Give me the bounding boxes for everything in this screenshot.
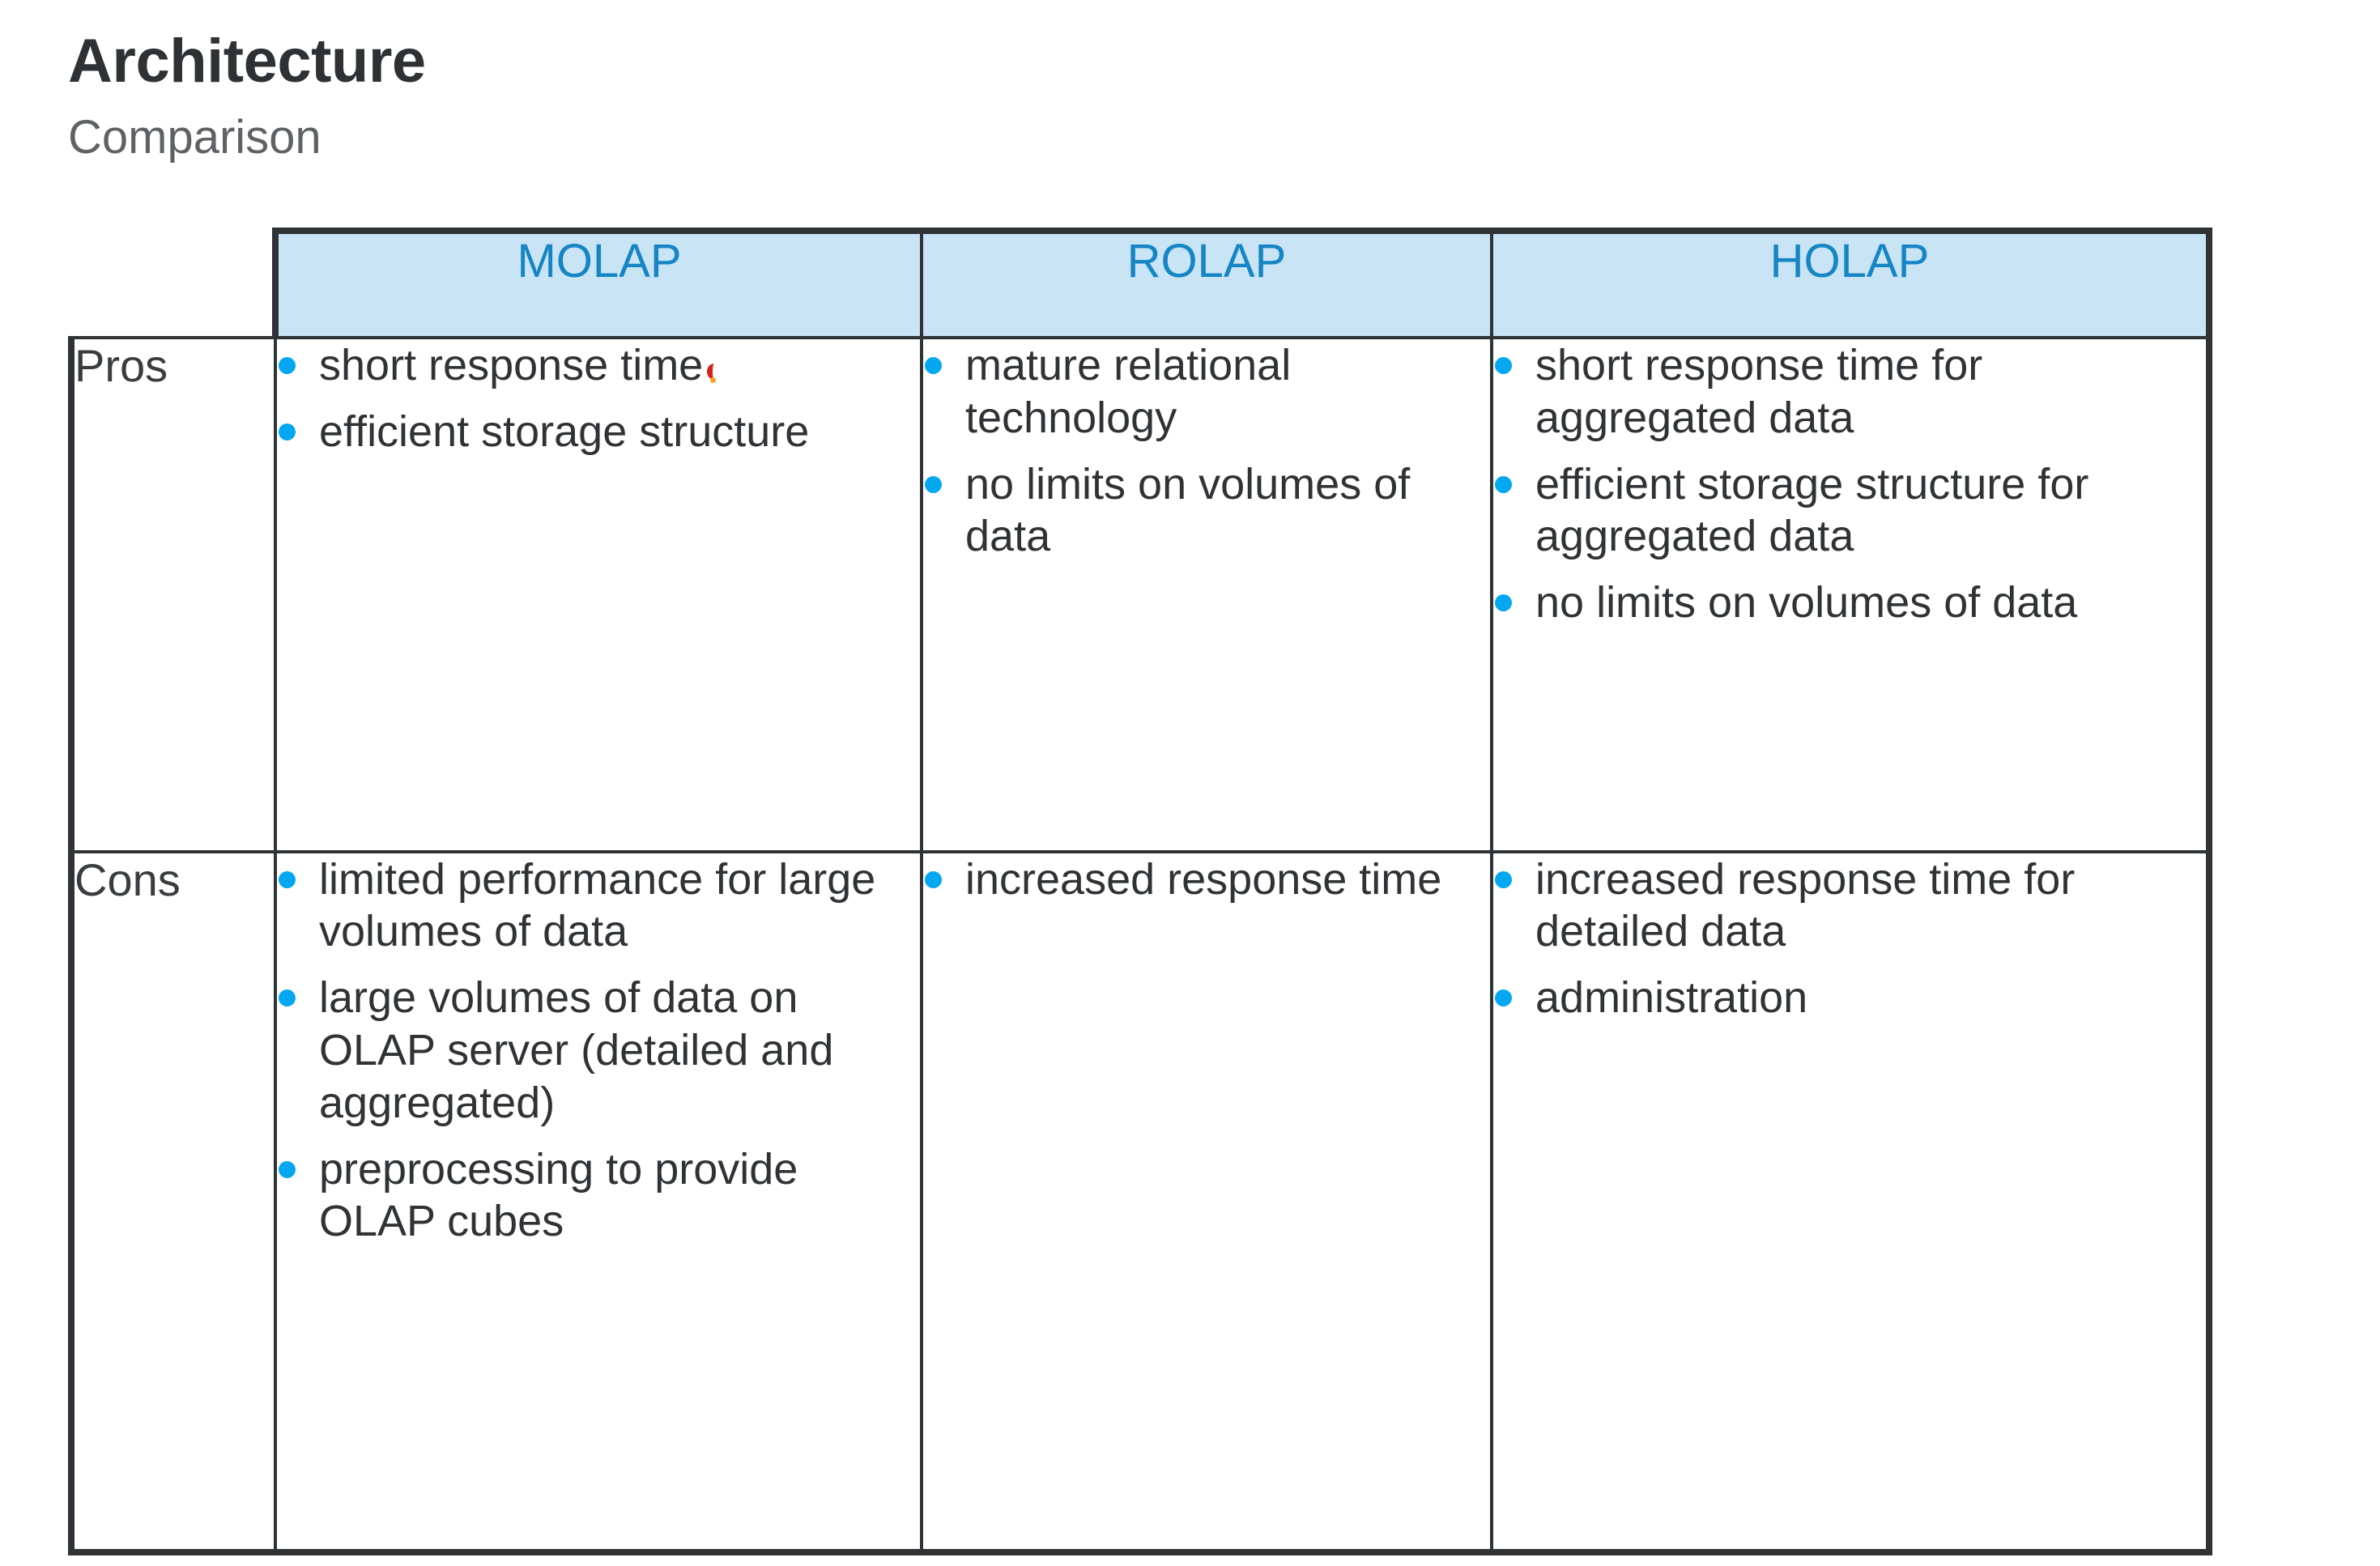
cell-cons-rolap: increased response time xyxy=(922,849,1493,1556)
cell-cons-holap: increased response time for detailed dat… xyxy=(1492,849,2212,1556)
list-item: increased response time for detailed dat… xyxy=(1493,853,2206,959)
bullet-text: short response time for aggregated data xyxy=(1535,341,1983,442)
list-item: limited performance for large volumes of… xyxy=(277,853,920,959)
list-item: mature relational technology xyxy=(923,339,1490,445)
bullet-dot-icon xyxy=(279,423,296,440)
page-subtitle: Comparison xyxy=(68,111,321,164)
list-item: efficient storage structure for aggregat… xyxy=(1493,458,2206,564)
column-header-rolap: ROLAP xyxy=(920,228,1492,339)
bullet-text: efficient storage structure xyxy=(319,406,810,456)
list-item: short response time for aggregated data xyxy=(1493,339,2206,445)
table-corner-cell xyxy=(71,231,275,338)
bullet-dot-icon xyxy=(925,475,942,493)
list-item: efficient storage structure xyxy=(277,406,920,458)
bullet-text: limited performance for large volumes of… xyxy=(319,854,876,956)
header-row: MOLAP ROLAP HOLAP xyxy=(71,228,2212,339)
bullet-text: increased response time xyxy=(965,854,1442,904)
cell-cons-molap: limited performance for large volumes of… xyxy=(275,849,923,1556)
bullet-text: no limits on volumes of data xyxy=(965,459,1411,561)
list-item: short response time xyxy=(277,339,920,392)
bullet-dot-icon xyxy=(925,357,942,374)
bullet-dot-icon xyxy=(1495,870,1512,888)
bullet-text: preprocessing to provide OLAP cubes xyxy=(319,1144,798,1246)
stray-red-mark-icon xyxy=(705,359,717,383)
bullet-list-cons-molap: limited performance for large volumes of… xyxy=(277,853,920,1249)
bullet-list-pros-rolap: mature relational technology no limits o… xyxy=(923,339,1490,563)
bullet-text: no limits on volumes of data xyxy=(1535,578,2078,628)
bullet-list-pros-molap: short response time efficient storage st… xyxy=(277,339,920,458)
row-label-cons: Cons xyxy=(68,849,277,1556)
list-item: preprocessing to provide OLAP cubes xyxy=(277,1143,920,1249)
bullet-dot-icon xyxy=(279,1160,296,1178)
list-item: large volumes of data on OLAP server (de… xyxy=(277,972,920,1129)
bullet-dot-icon xyxy=(1495,989,1512,1007)
bullet-text: administration xyxy=(1535,973,1808,1023)
table-body: Pros short response time efficient stora… xyxy=(68,336,2212,1556)
comparison-table-wrapper: MOLAP ROLAP HOLAP Pros short response ti… xyxy=(68,228,2212,1557)
cell-pros-holap: short response time for aggregated data … xyxy=(1492,336,2212,852)
table-row-cons: Cons limited performance for large volum… xyxy=(68,849,2212,1556)
bullet-text: short response time xyxy=(319,341,704,389)
bullet-text: large volumes of data on OLAP server (de… xyxy=(319,973,834,1127)
cell-pros-rolap: mature relational technology no limits o… xyxy=(922,336,1493,852)
bullet-dot-icon xyxy=(279,989,296,1007)
column-header-molap: MOLAP xyxy=(272,228,922,339)
bullet-list-cons-rolap: increased response time xyxy=(923,853,1490,906)
bullet-dot-icon xyxy=(279,870,296,888)
list-item: no limits on volumes of data xyxy=(1493,577,2206,629)
bullet-dot-icon xyxy=(925,870,942,888)
bullet-dot-icon xyxy=(1495,357,1512,374)
bullet-dot-icon xyxy=(279,357,296,374)
bullet-text: increased response time for detailed dat… xyxy=(1535,854,2076,956)
bullet-dot-icon xyxy=(1495,475,1512,493)
list-item: administration xyxy=(1493,972,2206,1024)
comparison-table: MOLAP ROLAP HOLAP Pros short response ti… xyxy=(68,228,2212,1556)
bullet-text: efficient storage structure for aggregat… xyxy=(1535,459,2089,561)
bullet-dot-icon xyxy=(1495,594,1512,612)
list-item: no limits on volumes of data xyxy=(923,458,1490,564)
cell-pros-molap: short response time efficient storage st… xyxy=(275,336,923,852)
bullet-list-pros-holap: short response time for aggregated data … xyxy=(1493,339,2206,629)
column-header-holap: HOLAP xyxy=(1490,228,2212,339)
table-header: MOLAP ROLAP HOLAP xyxy=(71,228,2212,339)
heading-block: Architecture Comparison xyxy=(68,31,2012,161)
bullet-list-cons-holap: increased response time for detailed dat… xyxy=(1493,853,2206,1024)
page-title: Architecture xyxy=(68,27,426,96)
list-item: increased response time xyxy=(923,853,1490,906)
bullet-text: mature relational technology xyxy=(965,341,1292,442)
row-label-pros: Pros xyxy=(68,336,277,852)
table-row-pros: Pros short response time efficient stora… xyxy=(68,336,2212,852)
